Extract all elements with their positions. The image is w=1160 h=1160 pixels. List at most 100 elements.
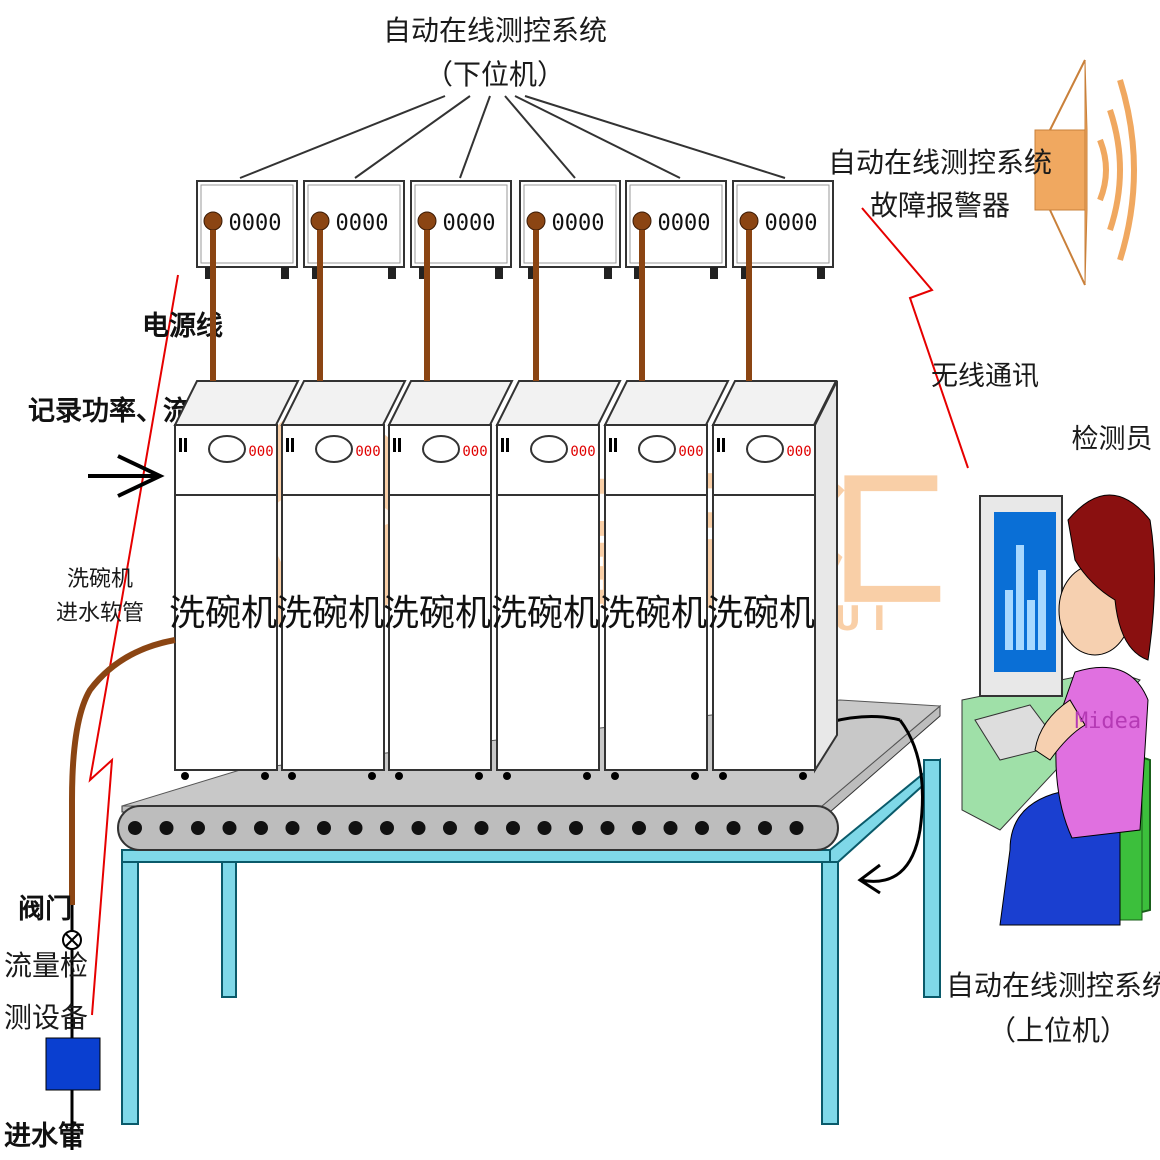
shirt-logo: Midea	[1075, 709, 1141, 734]
wireless-link-right	[861, 207, 969, 469]
meter-display: 0000	[658, 211, 711, 236]
dishwasher-dial	[746, 435, 784, 463]
fan-lines	[239, 95, 786, 179]
meter-4: 0000	[519, 180, 621, 279]
hose-label-line2: 进水软管	[56, 601, 144, 626]
dishwasher-cabinet	[496, 424, 600, 771]
dishwasher-1: 000 洗碗机	[169, 380, 300, 780]
dishwasher-cabinet	[388, 424, 492, 771]
belt-roller	[663, 821, 678, 835]
meter-knob	[526, 211, 546, 231]
belt-roller	[443, 821, 457, 835]
alarm-subtitle: 故障报警器	[870, 189, 1010, 222]
dishwasher-label: 洗碗机	[707, 593, 815, 634]
valve-icon	[62, 905, 82, 950]
speaker-cone	[1084, 59, 1088, 286]
meter-knob	[417, 211, 437, 231]
wireless-link-left	[88, 274, 179, 1016]
flow-meter-box	[45, 1037, 101, 1091]
meter-display: 0000	[552, 211, 605, 236]
dishwasher-indicator: 000	[570, 444, 595, 460]
belt-roller	[285, 821, 300, 835]
meter-2: 0000	[303, 180, 405, 279]
cabinet-side	[814, 380, 838, 774]
belt-rollers	[128, 821, 804, 835]
dishwasher-indicator: 000	[462, 444, 487, 460]
dishwasher-dial	[422, 435, 460, 463]
meter-knob	[203, 211, 223, 231]
flow-label-line2: 测设备	[4, 1001, 88, 1034]
upper-system-title: 自动在线测控系统	[946, 969, 1160, 1002]
dishwasher-cabinet	[174, 424, 278, 771]
belt-roller	[348, 821, 363, 835]
meter-row: 0000 0000 0000 0000 0000 0000	[196, 180, 834, 279]
upper-system-subtitle: （上位机）	[988, 1014, 1128, 1047]
inspector-hair	[1067, 494, 1156, 661]
belt-roller	[380, 821, 394, 835]
belt-roller	[600, 821, 615, 835]
dishwasher-dial	[530, 435, 568, 463]
input-arrow	[88, 454, 165, 498]
belt-roller	[569, 821, 583, 835]
belt-roller	[758, 821, 772, 835]
belt-roller	[191, 821, 205, 835]
dishwasher-3: 000 洗碗机	[383, 380, 514, 780]
belt-roller	[537, 821, 552, 835]
meter-display: 0000	[229, 211, 282, 236]
meter-display: 0000	[443, 211, 496, 236]
dishwasher-indicator: 000	[248, 444, 273, 460]
power-cords	[210, 230, 752, 381]
meter-display: 0000	[765, 211, 818, 236]
frame-table	[121, 757, 941, 1125]
dishwasher-label: 洗碗机	[169, 593, 277, 634]
belt-roller	[506, 821, 520, 835]
dishwasher-label: 洗碗机	[599, 593, 707, 634]
inlet-hose	[69, 637, 176, 905]
monitor-screen	[994, 512, 1056, 672]
dishwasher-6: 000 洗碗机	[707, 380, 838, 780]
dishwasher-dial	[638, 435, 676, 463]
dishwasher-4: 000 洗碗机	[491, 380, 622, 780]
dishwasher-indicator: 000	[786, 444, 811, 460]
meter-display: 0000	[336, 211, 389, 236]
meter-knob	[310, 211, 330, 231]
dishwasher-dial	[208, 435, 246, 463]
sound-wave-3	[1117, 79, 1137, 261]
hose-label-line1: 洗碗机	[67, 567, 133, 592]
wireless-label: 无线通讯	[931, 361, 1039, 392]
dishwasher-cabinet	[712, 424, 816, 771]
meter-knob	[632, 211, 652, 231]
valve-label: 阀门	[18, 894, 72, 925]
power-cord-label: 电源线	[142, 311, 223, 342]
belt-roller	[695, 821, 709, 835]
inspector-workstation: Midea	[961, 494, 1156, 926]
belt-roller	[632, 821, 646, 835]
lower-system-subtitle: （下位机）	[425, 58, 565, 91]
belt-roller	[254, 821, 268, 835]
belt-roller	[159, 821, 174, 835]
dishwasher-label: 洗碗机	[383, 593, 491, 634]
sound-wave-1	[1097, 138, 1109, 202]
flow-label-line1: 流量检	[4, 949, 88, 982]
dishwasher-label: 洗碗机	[276, 593, 384, 634]
lower-system-title: 自动在线测控系统	[383, 14, 607, 47]
dishwasher-cabinet	[604, 424, 708, 771]
speaker-body	[1034, 129, 1088, 211]
dishwasher-dial	[315, 435, 353, 463]
belt-roller	[474, 821, 489, 835]
meter-5: 0000	[625, 180, 727, 279]
meter-knob	[739, 211, 759, 231]
belt-roller	[789, 821, 804, 835]
screen-bars	[1005, 545, 1046, 650]
belt-roller	[128, 821, 142, 835]
inlet-label: 进水管	[4, 1121, 85, 1152]
sound-wave-2	[1107, 109, 1123, 231]
dishwasher-indicator: 000	[355, 444, 380, 460]
alarm-speaker	[1034, 59, 1137, 286]
belt-roller	[222, 821, 237, 835]
dishwasher-label: 洗碗机	[491, 593, 599, 634]
belt-roller	[317, 821, 331, 835]
